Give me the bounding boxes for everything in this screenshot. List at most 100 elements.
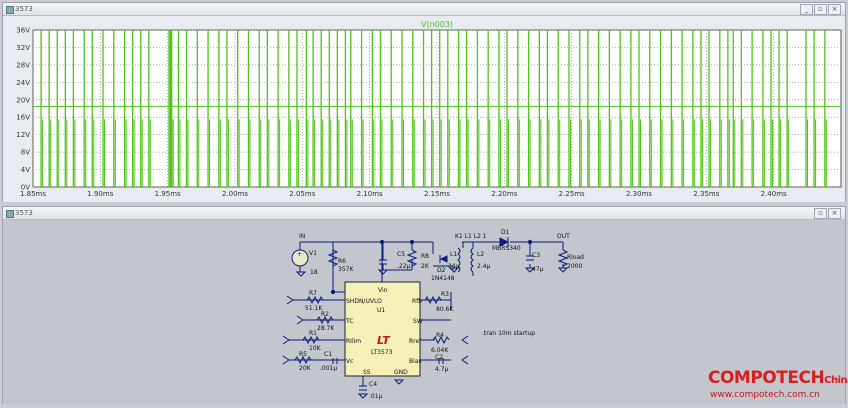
r1-ref: R1: [309, 330, 317, 337]
rload-ref: Rload: [567, 254, 584, 261]
d2-value: 1N4148: [431, 275, 455, 282]
pin-rref-label: Rref: [409, 338, 422, 345]
x-tick-label: 2.00ms: [222, 190, 248, 198]
r7-value: 51.1K: [305, 305, 323, 312]
compotech-watermark-logo: COMPOTECHChina: [708, 368, 848, 388]
c1-ref: C1: [324, 351, 332, 358]
r5-value: 20K: [299, 365, 312, 372]
pin-bias-label: Bias: [409, 358, 422, 365]
schematic-background: [3, 220, 845, 404]
y-tick-label: 8V: [21, 149, 30, 157]
compotech-url: www.compotech.com.cn: [710, 390, 820, 400]
minimize-button[interactable]: _: [800, 4, 813, 15]
pin-shdn-label: SHDN/UVLO: [346, 298, 382, 305]
x-tick-label: 2.15ms: [424, 190, 450, 198]
svg-text:+: +: [297, 251, 302, 258]
c2-ref: C2: [435, 354, 443, 361]
x-tick-label: 2.25ms: [559, 190, 585, 198]
y-tick-label: 4V: [21, 166, 30, 174]
r1-value: 10K: [309, 345, 322, 352]
c5-value: .22µ: [397, 263, 411, 270]
k1-directive: K1 L1 L2 1: [455, 233, 487, 240]
l2-value: 2.4µ: [477, 263, 491, 270]
app-icon: [6, 6, 14, 14]
c5-ref: C5: [397, 251, 405, 258]
l1-ref: L1: [450, 251, 457, 258]
r3-value: 80.6K: [436, 306, 454, 313]
pin-rilim-label: RIlim: [346, 338, 361, 345]
c2-value: 4.7µ: [435, 366, 449, 373]
net-in-label: IN: [299, 233, 305, 240]
close-button[interactable]: ×: [828, 4, 841, 15]
voltage-source-icon[interactable]: [291, 249, 309, 267]
r8-value: 2K: [421, 263, 430, 270]
trace-v-n003: [33, 30, 841, 187]
x-tick-label: 1.95ms: [155, 190, 181, 198]
v1-value: 18: [310, 269, 318, 276]
waveform-window-title: 3573: [15, 5, 33, 13]
pin-sw-label: SW: [413, 318, 423, 325]
y-tick-label: 0V: [21, 184, 30, 192]
x-tick-label: 2.20ms: [491, 190, 517, 198]
l2-ref: L2: [477, 251, 484, 258]
x-tick-label: 2.35ms: [693, 190, 719, 198]
d2-ref: D2: [437, 267, 446, 274]
restore-button[interactable]: ▫: [814, 208, 827, 219]
pin-tc-label: TC: [345, 318, 354, 325]
trace-label[interactable]: V(n003): [421, 20, 453, 29]
waveform-window-titlebar[interactable]: 3573 _ ▫ ×: [3, 3, 845, 16]
y-tick-label: 32V: [16, 44, 30, 52]
pin-gnd-label: GND: [394, 369, 408, 376]
x-tick-label: 1.85ms: [20, 190, 46, 198]
schematic-window-title: 3573: [15, 209, 33, 217]
lt3573-ic[interactable]: [344, 281, 421, 377]
pin-vin-label: Vin: [378, 287, 388, 294]
r6-value: 357K: [338, 266, 354, 273]
r2-ref: R2: [321, 311, 329, 318]
tran-directive[interactable]: .tran 10m startup: [482, 330, 535, 337]
l1-value: 24µ: [448, 263, 460, 270]
schematic-canvas[interactable]: + LT Vin SHDN/UVLO TC RIlim Vc SS GND Rf…: [3, 220, 845, 404]
x-tick-label: 2.30ms: [626, 190, 652, 198]
c3-ref: C3: [532, 252, 540, 259]
app-icon: [6, 210, 14, 218]
pin-vc-label: Vc: [346, 358, 353, 365]
restore-button[interactable]: ▫: [814, 4, 827, 15]
y-tick-label: 36V: [16, 27, 30, 35]
v1-ref: V1: [309, 250, 317, 257]
pin-ss-label: SS: [363, 369, 371, 376]
ic-ref-label: U1: [377, 307, 385, 314]
d1-value: MBRS340: [492, 245, 521, 252]
r7-ref: R7: [309, 290, 317, 297]
c1-value: .001µ: [320, 365, 337, 372]
close-button[interactable]: ×: [828, 208, 841, 219]
r2-value: 28.7K: [317, 325, 335, 332]
x-tick-label: 2.40ms: [761, 190, 787, 198]
plot-grid: [32, 29, 841, 188]
net-out-label: OUT: [557, 233, 570, 240]
r5-ref: R5: [299, 351, 307, 358]
y-tick-label: 20V: [16, 96, 30, 104]
d1-ref: D1: [501, 229, 510, 236]
c4-value: .01µ: [369, 393, 383, 400]
x-tick-label: 1.90ms: [87, 190, 113, 198]
r6-ref: R6: [338, 258, 346, 265]
r4-value: 6.04K: [431, 347, 449, 354]
schematic-window-titlebar[interactable]: 3573 ▫ ×: [3, 207, 845, 220]
c4-ref: C4: [369, 381, 377, 388]
y-tick-label: 12V: [16, 131, 30, 139]
rload-value: 2000: [567, 263, 582, 270]
x-tick-label: 2.10ms: [357, 190, 383, 198]
y-tick-label: 24V: [16, 79, 30, 87]
c3-value: 47µ: [532, 266, 544, 273]
r8-ref: R8: [421, 253, 429, 260]
r3-ref: R3: [441, 291, 449, 298]
lt-logo: LT: [377, 334, 391, 347]
ic-part-label: LT3573: [371, 349, 393, 356]
r4-ref: R4: [436, 332, 444, 339]
schematic-window[interactable]: 3573 ▫ ×: [2, 206, 846, 404]
